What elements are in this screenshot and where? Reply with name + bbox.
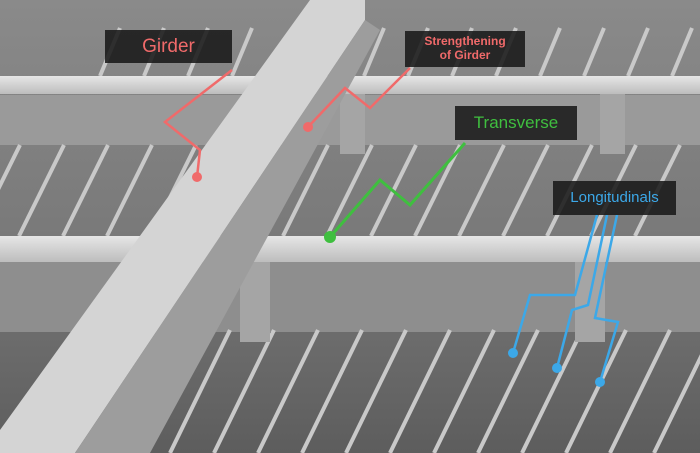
stiffener [105,144,154,237]
stiffener [432,329,496,453]
stiffener [0,144,22,190]
longitudinals-leader-lines [511,214,620,383]
stiffener [476,329,540,453]
strengthening-label-line2: of Girder [439,48,491,62]
longitudinals-label: Longitudinals [553,181,676,215]
stiffener [362,27,386,77]
girder-label: Girder [105,30,232,63]
stiffener [538,27,562,77]
stiffener [413,144,462,237]
stiffener [652,354,700,453]
longitudinal-marker-dot [508,348,518,358]
stiffener [388,329,452,453]
longitudinals-label-text: Longitudinals [570,189,659,207]
longitudinal-marker-dot [595,377,605,387]
stiffener [457,144,506,237]
longitudinal-marker-dot [552,363,562,373]
strengthening-label: Strengthening of Girder [405,31,525,67]
strengthening-label-line1: Strengthening [424,34,506,49]
girder-beam [0,0,365,453]
stiffener [344,329,408,453]
stiffener [230,27,254,77]
stiffener [300,329,364,453]
stiffener [582,27,606,77]
transverse-leader-line [328,142,467,238]
stiffener [17,144,66,237]
stiffener [168,329,232,453]
stiffener [608,329,672,453]
stiffener [501,144,550,237]
girder-label-text: Girder [142,35,195,57]
stiffener [212,329,276,453]
stiffener [61,144,110,237]
stiffener [281,144,330,237]
stiffener [520,329,584,453]
transverse-label-text: Transverse [473,113,559,133]
stiffener [670,27,694,77]
strengthening-marker-dot [303,122,313,132]
girder-marker-dot [192,172,202,182]
stiffener [256,329,320,453]
transverse-beam-lower [0,236,700,262]
girder-leader-line [162,69,233,178]
stiffener [564,329,628,453]
stiffener [626,27,650,77]
transverse-marker-dot [324,231,336,243]
strengthening-leader-line [307,67,411,128]
stiffener [325,144,374,237]
transverse-label: Transverse [455,106,577,140]
